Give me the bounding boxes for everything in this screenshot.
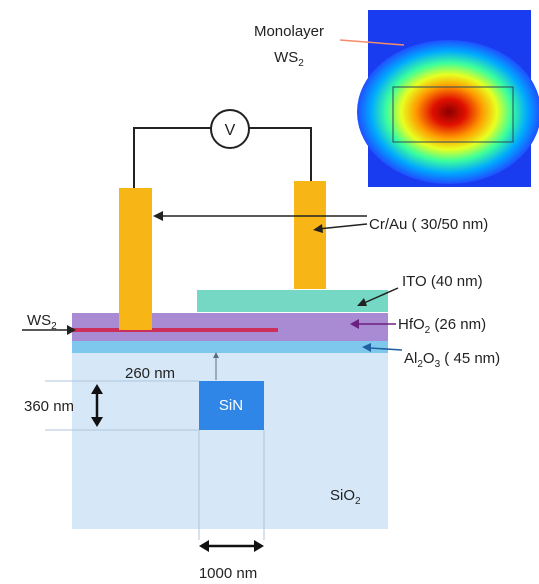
al2o3-arrowhead (362, 343, 371, 352)
inset-label-line1: Monolayer (254, 23, 324, 40)
circuit-wire-right (249, 127, 312, 181)
sio2-label: SiO2 (330, 487, 361, 507)
voltmeter-symbol: V (225, 122, 236, 139)
height-arrowhead-up (91, 384, 103, 394)
al2o3-layer (72, 340, 388, 353)
inset-label-line2: WS2 (274, 49, 304, 69)
electrode-arrow-right (317, 223, 368, 230)
waveguide-outline (392, 86, 514, 143)
sio2-substrate (72, 342, 388, 529)
height-label: 360 nm (24, 398, 74, 415)
ito-layer (197, 290, 388, 312)
electrode-arrowhead-right (313, 224, 323, 233)
gap-label: 260 nm (125, 365, 175, 382)
al2o3-arrow (369, 347, 403, 351)
electrode-label: Cr/Au ( 30/50 nm) (369, 216, 488, 233)
inset-pointer (339, 39, 405, 46)
electrode-arrowhead-left (153, 211, 163, 221)
ws2-label: WS2 (27, 312, 57, 332)
width-arrowhead-left (199, 540, 209, 552)
left-electrode (119, 188, 152, 330)
ws2-arrowhead (67, 325, 76, 335)
circuit-wire-left (133, 127, 211, 188)
ito-arrowhead (357, 298, 367, 306)
hfo2-arrowhead (350, 319, 359, 329)
width-label: 1000 nm (199, 565, 257, 582)
sin-waveguide (199, 381, 264, 430)
sin-label: SiN (219, 397, 243, 414)
voltmeter-icon (210, 109, 250, 149)
mode-profile-inset (339, 10, 539, 187)
right-electrode (294, 181, 326, 289)
height-arrowhead-down (91, 417, 103, 427)
ito-arrow (363, 287, 399, 304)
ito-label: ITO (40 nm) (402, 273, 483, 290)
hfo2-label: HfO2 (26 nm) (398, 316, 486, 336)
ws2-monolayer (72, 328, 278, 332)
gap-marker-arrowhead (213, 352, 219, 358)
al2o3-label: Al2O3 ( 45 nm) (404, 350, 500, 370)
width-arrowhead-right (254, 540, 264, 552)
mode-field (357, 40, 539, 184)
